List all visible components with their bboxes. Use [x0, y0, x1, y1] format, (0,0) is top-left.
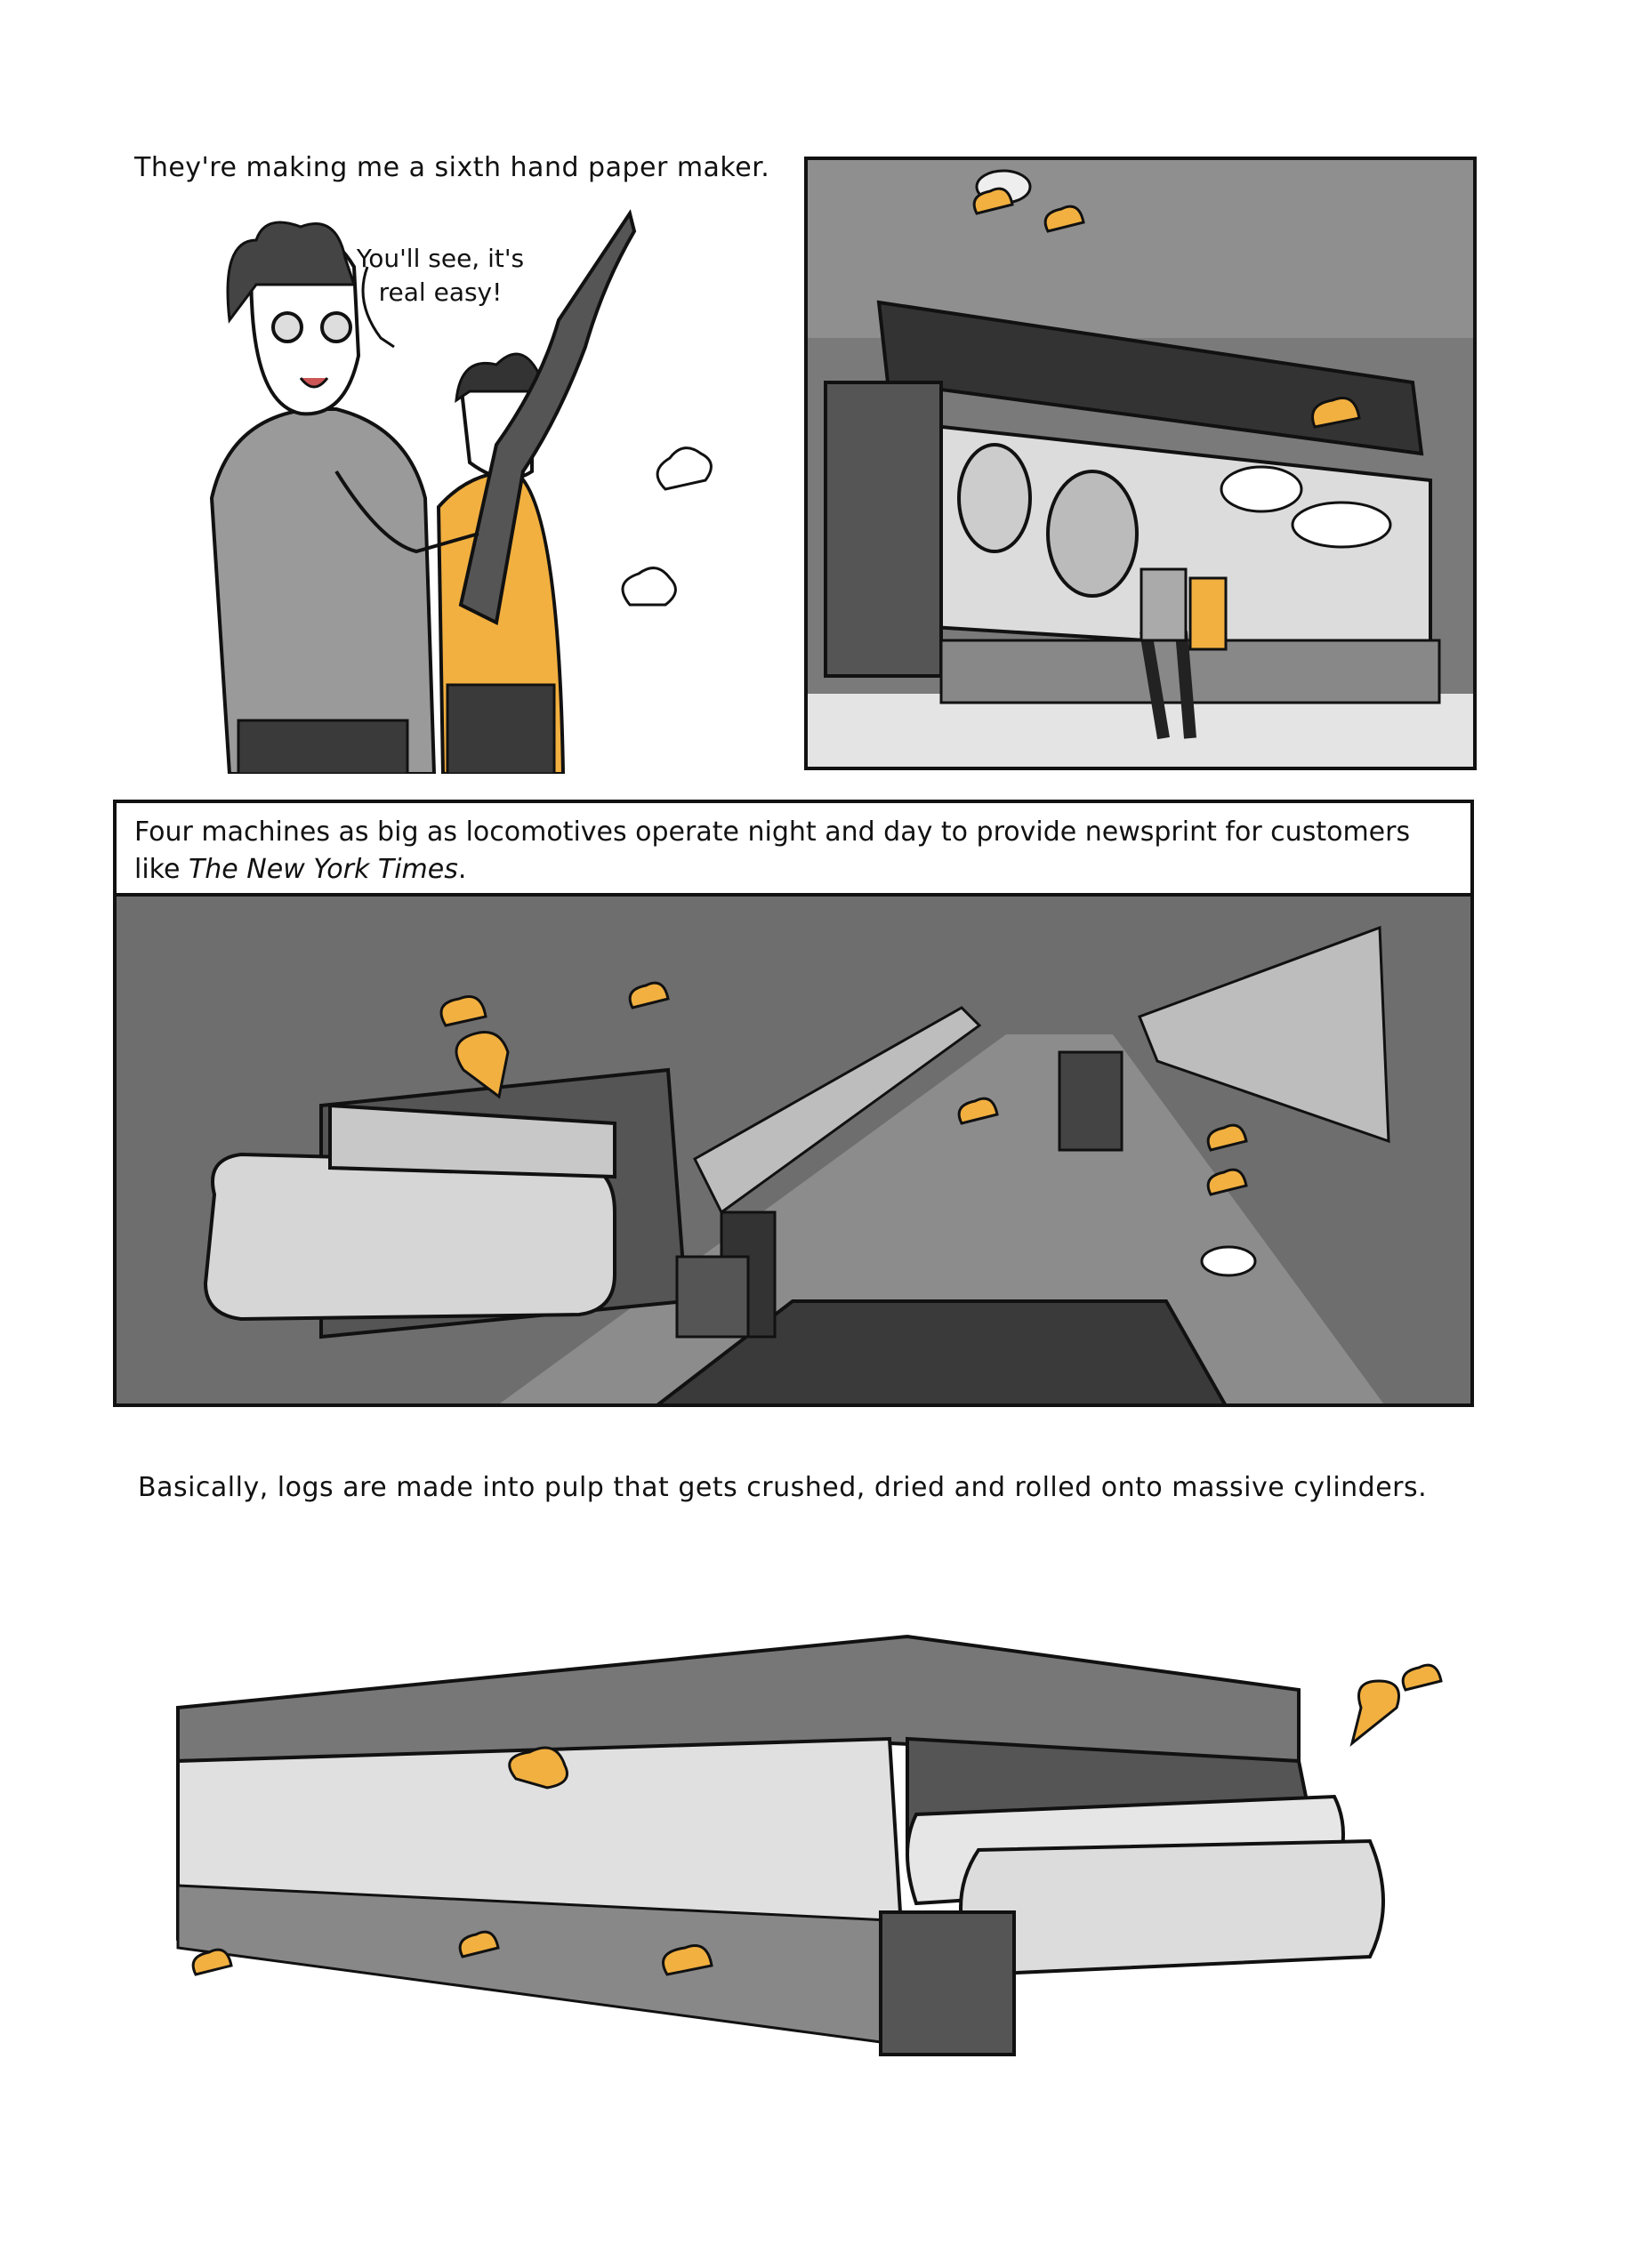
caption-italic-title: The New York Times	[188, 854, 458, 885]
mill-floor-drawing	[117, 897, 1470, 1403]
speech-bubble-text: You'll see, it's real easy!	[356, 244, 525, 307]
panel4-caption: Basically, logs are made into pulp that …	[138, 1472, 1428, 1503]
paper-machine-exterior-drawing	[176, 1634, 1443, 2056]
panel3-caption: Four machines as big as locomotives oper…	[117, 803, 1470, 897]
panel3-mill-floor: Four machines as big as locomotives oper…	[113, 800, 1474, 1407]
panel2-paper-machine	[804, 157, 1477, 770]
panel1-caption: They're making me a sixth hand paper mak…	[134, 152, 770, 183]
two-workers-drawing	[209, 209, 713, 774]
caption-text: Four machines as big as locomotives oper…	[134, 816, 1411, 885]
panel1-illustration: You'll see, it's real easy!	[203, 205, 754, 774]
caption-end: .	[457, 854, 467, 885]
panel4-illustration	[142, 1583, 1459, 2063]
paper-machine-drawing	[808, 160, 1473, 767]
